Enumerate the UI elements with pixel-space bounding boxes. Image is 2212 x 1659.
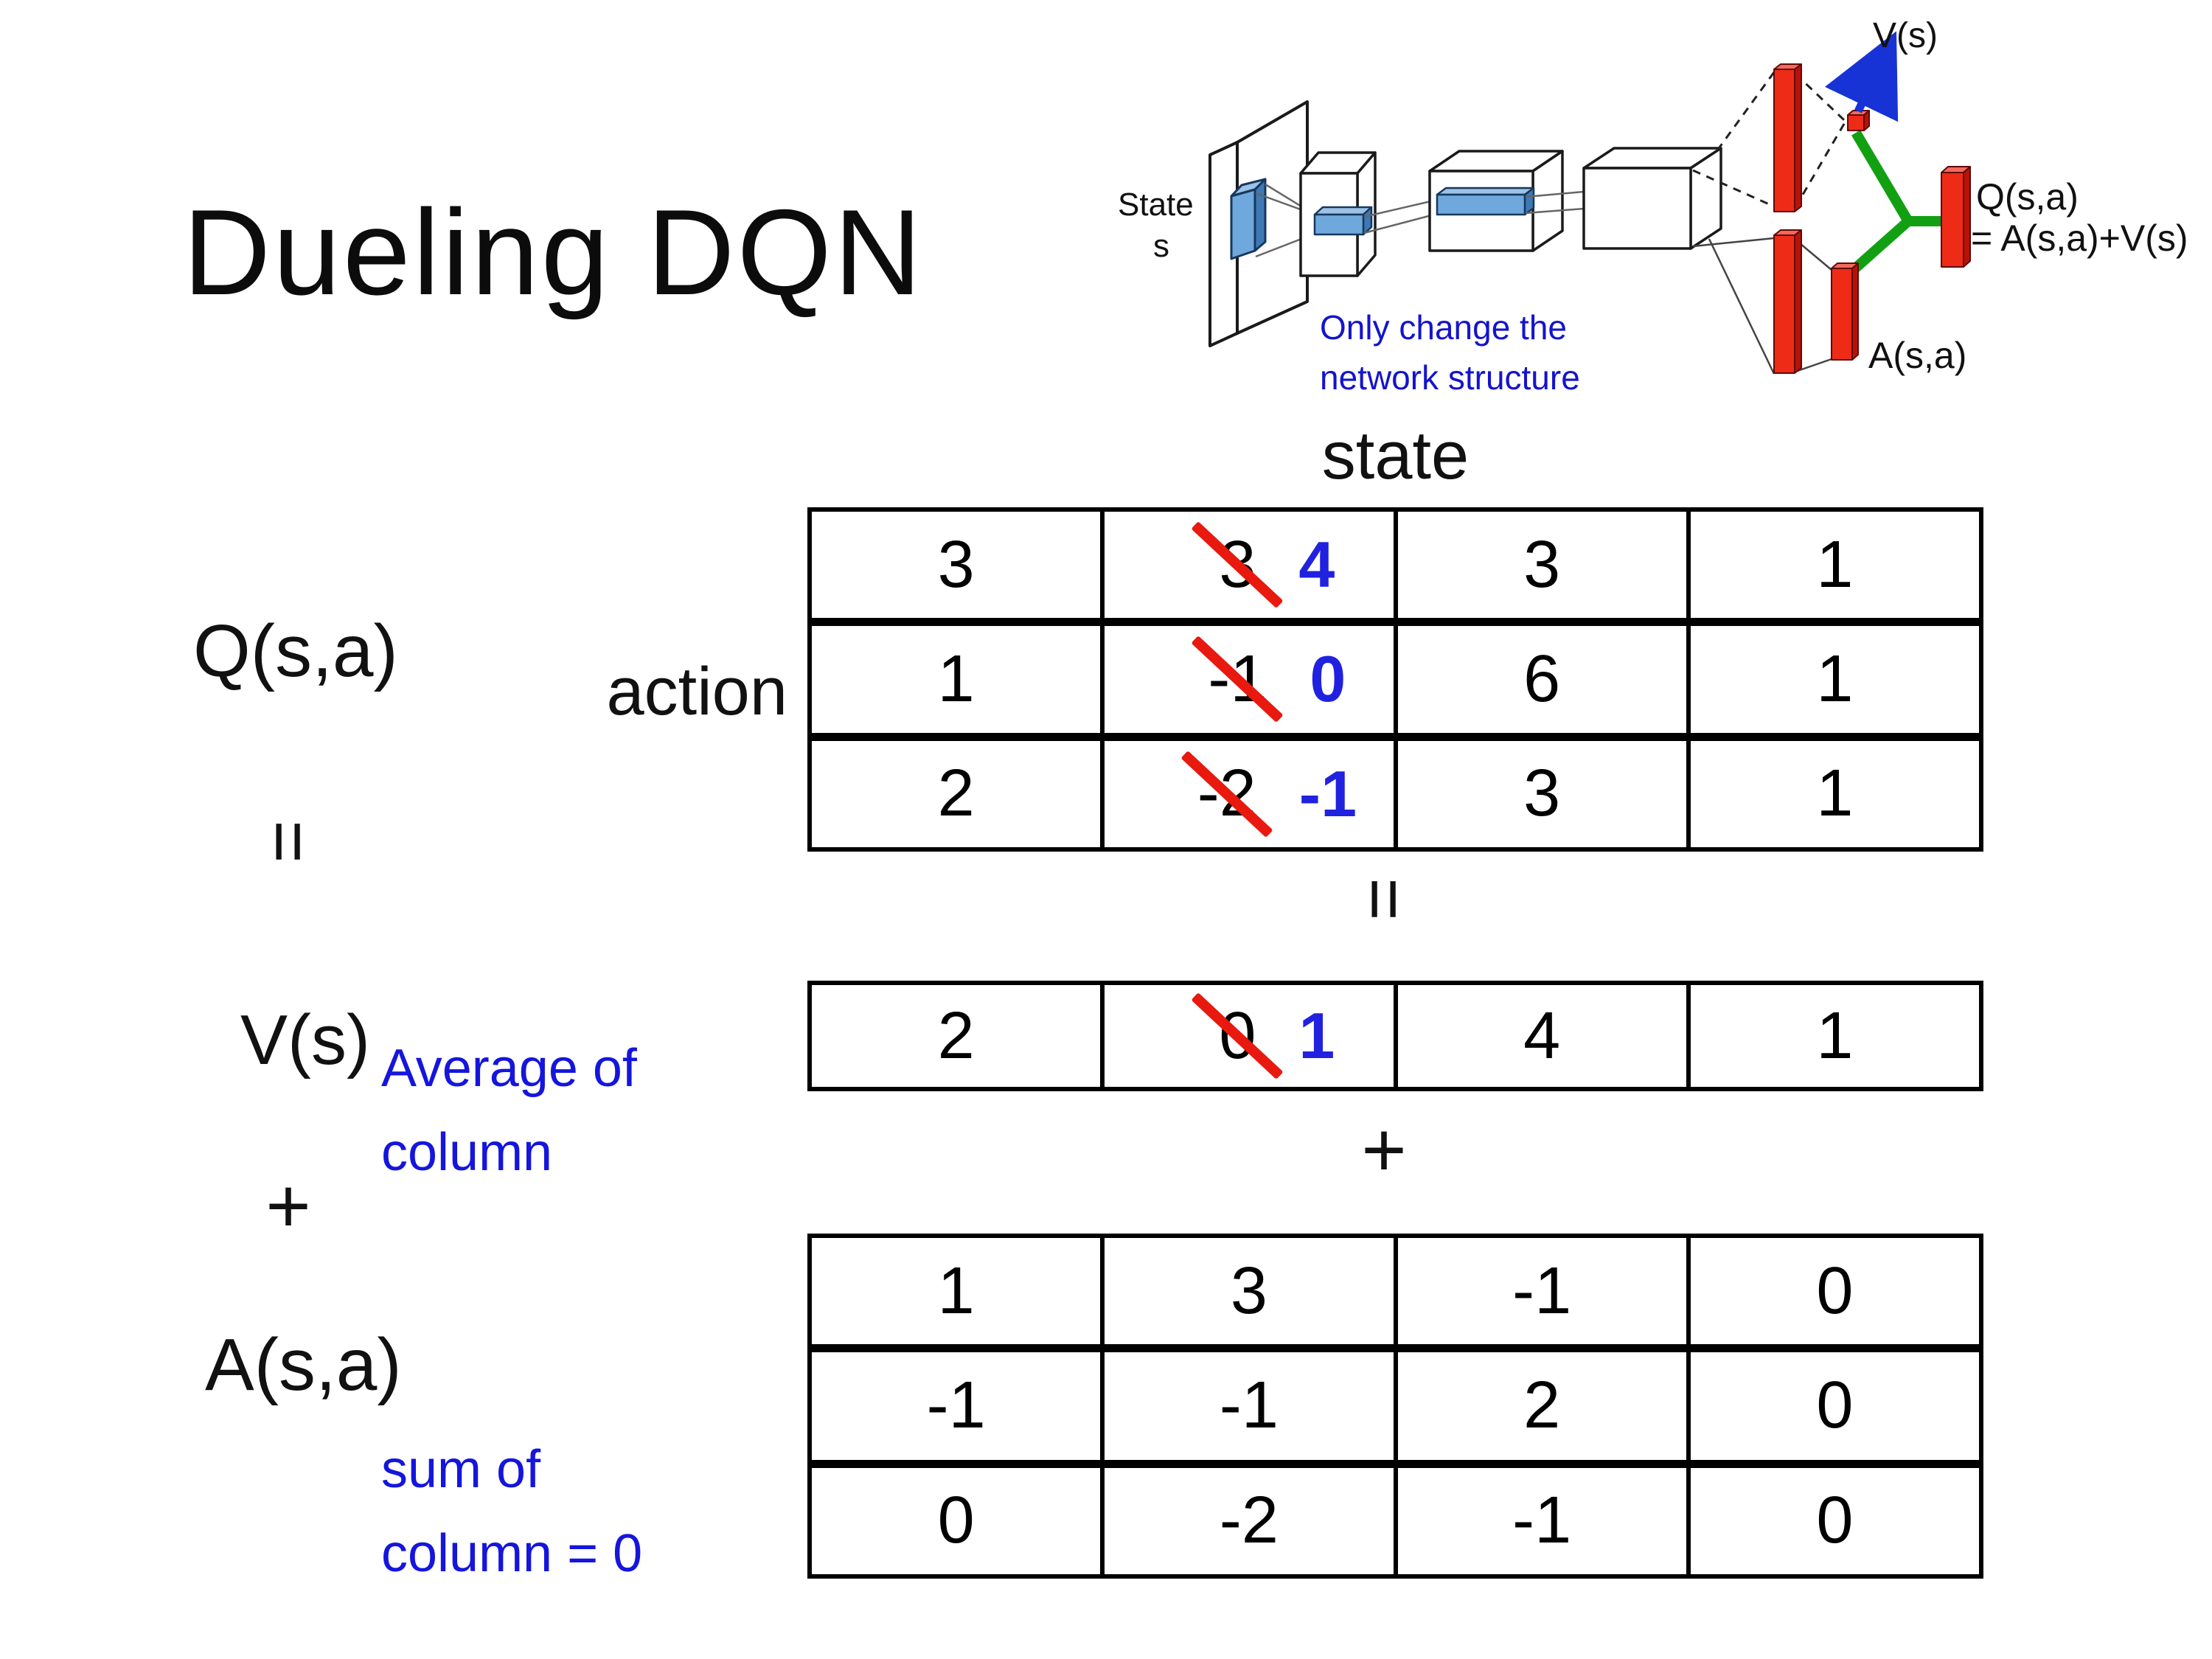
replacement-value: -1 (1298, 757, 1357, 830)
v-arrow (1824, 31, 1899, 122)
struck-value: -2 (1180, 750, 1273, 838)
red-advantage-bar (1831, 262, 1859, 361)
red-q-output-bar (1941, 166, 1971, 268)
diagram-state-label: State (1118, 187, 1194, 223)
table-cell: 3 (1393, 732, 1691, 852)
diagram-q-label-line1: Q(s,a) (1976, 176, 2079, 218)
table-cell: 6 (1393, 618, 1691, 740)
table-cell: 2 (807, 732, 1105, 852)
table-cell-corrected: 0 1 (1100, 981, 1398, 1091)
table-cell: -2 (1100, 1459, 1398, 1579)
plus-symbol-left: + (265, 1163, 311, 1249)
table-cell: 1 (1686, 732, 1984, 852)
table-row: 0 -2 -1 0 (807, 1459, 1984, 1579)
table-cell: 0 (1686, 1344, 1984, 1467)
state-header-label: state (1321, 418, 1470, 493)
feature-cube (1582, 147, 1722, 250)
diagram-note-line1: Only change the (1320, 308, 1567, 347)
table-row: 2 0 1 4 1 (807, 981, 1984, 1091)
sum-note: sum of column = 0 (381, 1440, 643, 1583)
dashed-connections (1692, 72, 1857, 208)
conv-feature-bar-icon (1436, 187, 1535, 216)
q-matrix-label: Q(s,a) (193, 610, 398, 692)
table-row: -1 -1 2 0 (807, 1344, 1984, 1467)
diagram-q-label-line2: = A(s,a)+V(s) (1971, 218, 2188, 259)
conv-filter-box-icon (1230, 178, 1267, 260)
fan-lines (1525, 190, 1585, 215)
v-table: 2 0 1 4 1 (807, 981, 1984, 1091)
diagram-a-label: A(s,a) (1868, 335, 1966, 376)
replacement-value: 4 (1298, 528, 1335, 601)
a-table: 1 3 -1 0 -1 -1 2 0 0 -2 -1 0 (807, 1234, 1984, 1579)
table-cell: 3 (1393, 507, 1691, 625)
plus-symbol-center: + (1361, 1107, 1407, 1193)
network-diagram: V(s) State s Only change the network str… (1118, 16, 2188, 397)
table-cell: 1 (1686, 981, 1984, 1091)
table-row: 1 -1 0 6 1 (807, 618, 1984, 740)
table-cell: 4 (1393, 981, 1691, 1091)
table-cell: -1 (1100, 1344, 1398, 1467)
replacement-value: 1 (1298, 999, 1335, 1072)
page-title: Dueling DQN (183, 184, 925, 320)
table-row: 3 3 4 3 1 (807, 507, 1984, 625)
table-cell: 0 (1686, 1234, 1984, 1351)
conv-feature-bar-icon (1313, 206, 1373, 236)
table-cell: 0 (807, 1459, 1105, 1579)
table-cell-corrected: -2 -1 (1100, 732, 1398, 852)
table-cell: 0 (1686, 1459, 1984, 1579)
average-note: Average of column (381, 1039, 637, 1182)
replacement-value: 0 (1310, 642, 1346, 716)
table-cell: 1 (807, 1234, 1105, 1351)
fan-lines (1363, 198, 1438, 234)
diagram-state-sub-label: s (1153, 228, 1169, 264)
equals-symbol-center: = (1343, 877, 1426, 921)
table-row: 1 3 -1 0 (807, 1234, 1984, 1351)
equals-symbol-left: = (247, 819, 330, 863)
table-cell: -1 (1393, 1234, 1691, 1351)
diagram-note-line2: network structure (1320, 358, 1580, 397)
table-cell: 2 (1393, 1344, 1691, 1467)
struck-value: 3 (1191, 521, 1284, 608)
struck-value: -1 (1191, 636, 1284, 723)
struck-value: 0 (1191, 992, 1284, 1079)
table-cell: -1 (807, 1344, 1105, 1467)
red-hidden-bar (1773, 63, 1802, 374)
table-cell-corrected: 3 4 (1100, 507, 1398, 625)
v-row-label: V(s) (240, 1001, 370, 1079)
table-cell: 2 (807, 981, 1105, 1091)
table-cell: -1 (1393, 1459, 1691, 1579)
table-cell: 1 (1686, 618, 1984, 740)
table-cell-corrected: -1 0 (1100, 618, 1398, 740)
state-plate (1208, 100, 1309, 347)
solid-connections (1692, 237, 1832, 375)
q-table: 3 3 4 3 1 1 -1 0 6 1 2 (807, 507, 1984, 852)
action-label: action (606, 654, 788, 729)
table-cell: 1 (807, 618, 1105, 740)
table-cell: 1 (1686, 507, 1984, 625)
diagram-v-label: V(s) (1873, 16, 1938, 55)
table-row: 2 -2 -1 3 1 (807, 732, 1984, 852)
table-cell: 3 (807, 507, 1105, 625)
red-value-node (1847, 110, 1870, 131)
green-combiner (1845, 130, 1944, 279)
a-matrix-label: A(s,a) (205, 1324, 402, 1406)
table-cell: 3 (1100, 1234, 1398, 1351)
